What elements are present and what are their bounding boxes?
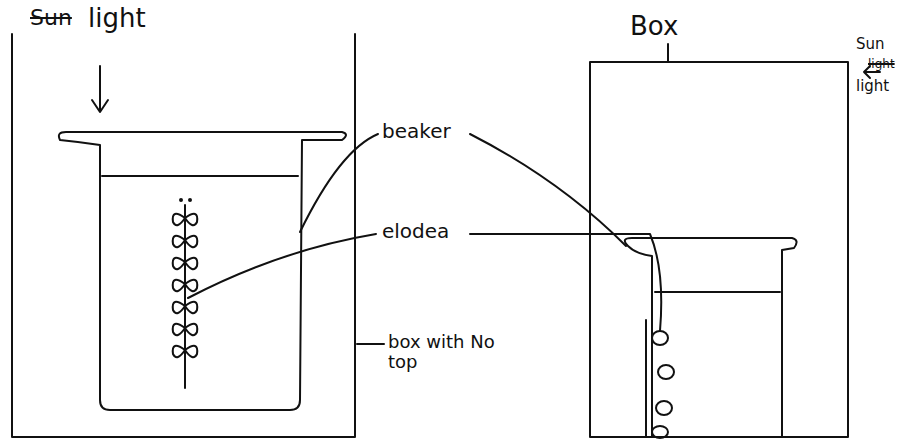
part-label: box with No top	[388, 332, 498, 372]
water-line	[655, 291, 780, 293]
light-arrow	[92, 66, 108, 112]
leader-line	[188, 234, 376, 298]
water-line	[102, 175, 298, 177]
light-label: light	[88, 4, 146, 33]
leader-line	[300, 134, 378, 232]
crossed-out-word: light	[868, 58, 895, 71]
beaker-outline	[625, 238, 797, 437]
elodea-plant	[646, 320, 674, 438]
leader-line	[357, 343, 384, 345]
leader-line	[470, 234, 661, 331]
sun-label: Sun	[856, 36, 885, 53]
leader-line	[667, 44, 669, 62]
light-label: light	[856, 78, 889, 95]
leader-line	[470, 134, 626, 246]
beaker-outline	[59, 132, 346, 410]
part-label: elodea	[382, 220, 449, 242]
open-box	[12, 34, 355, 437]
elodea-plant	[173, 199, 198, 388]
box-label: Box	[630, 12, 678, 41]
part-label: beaker	[382, 120, 451, 142]
closed-box	[590, 62, 848, 437]
crossed-out-word: Sun	[30, 6, 72, 30]
